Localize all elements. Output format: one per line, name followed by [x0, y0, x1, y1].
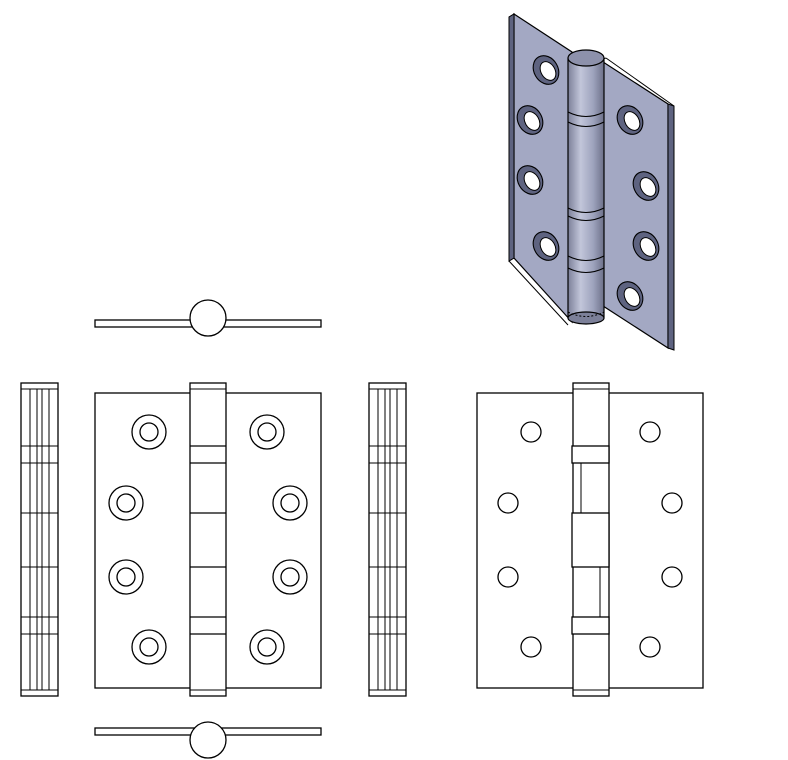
screw-hole — [639, 421, 661, 443]
iso-knuckle-ring — [567, 121, 605, 128]
iso-left-leaf-holes — [516, 55, 560, 261]
iso-screw-hole-bore — [523, 111, 541, 131]
iso-knuckle-ring — [567, 267, 605, 274]
front-view — [94, 382, 322, 697]
screw-hole — [497, 492, 519, 514]
top-view-pin — [189, 299, 227, 337]
iso-screw-hole-bore — [523, 171, 541, 191]
iso-knuckle-ring — [567, 207, 605, 214]
side-barrel — [368, 382, 407, 697]
right-side-view — [368, 382, 407, 697]
iso-screw-hole-bore — [623, 111, 641, 131]
iso-knuckle-ring — [567, 111, 605, 118]
iso-barrel-top — [567, 49, 605, 67]
countersunk-hole-inner — [280, 567, 300, 587]
countersunk-hole-inner — [116, 493, 136, 513]
screw-hole — [520, 636, 542, 658]
iso-screw-hole-bore — [539, 61, 557, 81]
screw-hole — [497, 566, 519, 588]
countersunk-hole-outer — [108, 485, 144, 521]
back-knuckle — [571, 512, 610, 568]
countersunk-hole-outer — [249, 414, 285, 450]
iso-screw-hole-bore — [623, 287, 641, 307]
iso-screw-hole-bore — [639, 237, 657, 257]
front-view-knuckles — [189, 382, 227, 697]
screw-hole — [661, 566, 683, 588]
countersunk-hole-outer — [249, 629, 285, 665]
countersunk-hole-outer — [272, 559, 308, 595]
side-barrel — [20, 382, 59, 697]
iso-knuckle-ring — [567, 215, 605, 222]
front-barrel — [189, 382, 227, 697]
countersunk-hole-inner — [280, 493, 300, 513]
screw-hole — [520, 421, 542, 443]
screw-hole — [661, 492, 683, 514]
countersunk-hole-outer — [108, 559, 144, 595]
back-view — [476, 382, 704, 697]
countersunk-hole-inner — [257, 422, 277, 442]
iso-knuckle-joints — [567, 111, 605, 317]
countersunk-hole-inner — [139, 637, 159, 657]
countersunk-hole-inner — [257, 637, 277, 657]
top-view — [94, 299, 322, 337]
bottom-view-pin — [189, 721, 227, 759]
back-knuckle — [571, 445, 610, 464]
screw-hole — [639, 636, 661, 658]
countersunk-hole-outer — [131, 414, 167, 450]
countersunk-hole-outer — [131, 629, 167, 665]
bottom-view — [94, 721, 322, 759]
left-side-view — [20, 382, 59, 697]
isometric-view — [508, 12, 675, 351]
countersunk-hole-inner — [139, 422, 159, 442]
iso-screw-hole-bore — [639, 177, 657, 197]
front-view-countersunk-holes — [108, 414, 308, 665]
back-view-holes — [497, 421, 683, 658]
iso-right-leaf-holes — [616, 105, 660, 311]
countersunk-hole-outer — [272, 485, 308, 521]
back-knuckle — [571, 616, 610, 635]
iso-barrel — [567, 49, 605, 325]
iso-right-leaf-edge — [667, 103, 675, 351]
countersunk-hole-inner — [116, 567, 136, 587]
back-view-knuckles — [571, 382, 610, 697]
iso-knuckle-ring — [567, 255, 605, 262]
iso-screw-hole-bore — [539, 237, 557, 257]
